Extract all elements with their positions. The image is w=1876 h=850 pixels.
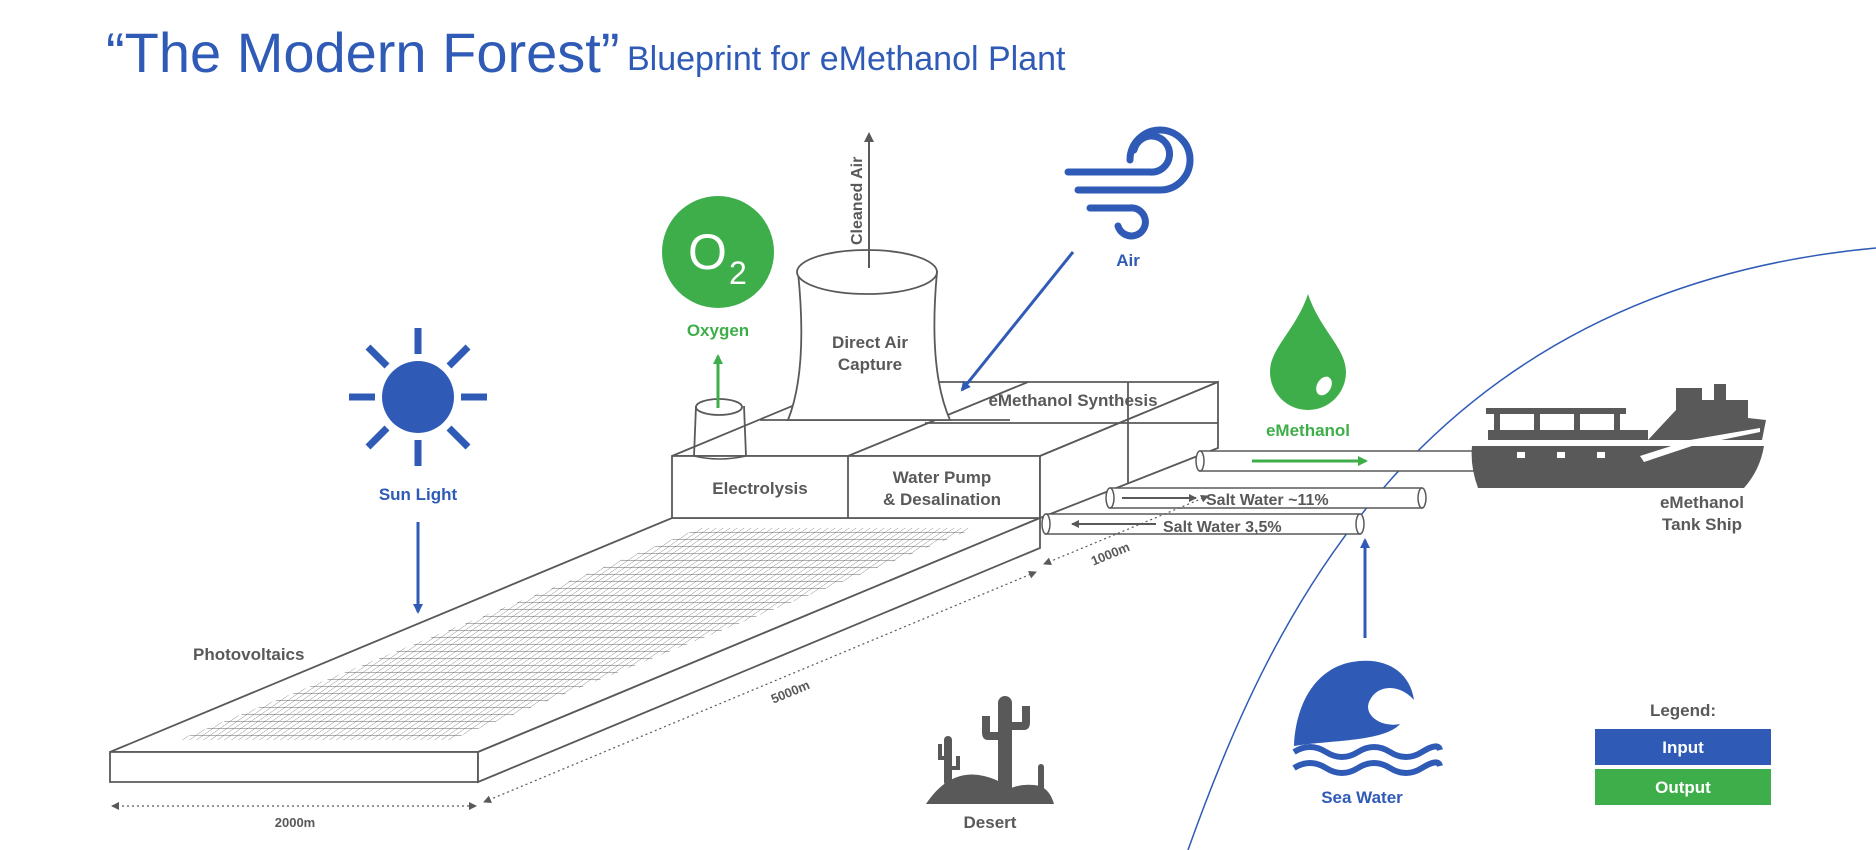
coastline: [1187, 247, 1876, 850]
legend-input-label: Input: [1662, 738, 1704, 757]
photovoltaics-label: Photovoltaics: [193, 645, 304, 664]
legend-output-label: Output: [1655, 778, 1711, 797]
oxygen-icon: O 2: [662, 196, 774, 308]
desert-label: Desert: [964, 813, 1017, 832]
dimension-2000m-label: 2000m: [275, 815, 315, 830]
page-subtitle: Blueprint for eMethanol Plant: [627, 40, 1066, 78]
tank-ship-label-line1: eMethanol: [1660, 493, 1744, 512]
air-arrow: [960, 251, 1075, 392]
oxygen-label: Oxygen: [687, 321, 749, 340]
page-title: “The Modern Forest”: [106, 21, 620, 84]
o2-subscript: 2: [729, 255, 747, 291]
legend: Legend: Input Output: [1595, 701, 1771, 805]
cleaned-air-label: Cleaned Air: [849, 157, 866, 245]
dac-label-line2: Capture: [838, 355, 902, 374]
emethanol-drop-icon: [1270, 294, 1346, 410]
salt-water-in-label: Salt Water 3,5%: [1163, 519, 1282, 536]
wave-icon: [1292, 660, 1443, 776]
sea-water-label: Sea Water: [1321, 788, 1403, 807]
wind-icon: [1064, 126, 1194, 240]
emethanol-label: eMethanol: [1266, 421, 1350, 440]
synthesis-label: eMethanol Synthesis: [988, 391, 1157, 410]
salt-water-out-label: Salt Water ~11%: [1206, 492, 1329, 509]
sun-icon: [349, 328, 487, 466]
emethanol-pipe: [1195, 450, 1477, 472]
desert-cactus-icon: [926, 696, 1054, 804]
water-pump-label-line1: Water Pump: [893, 468, 992, 487]
o2-symbol: O: [688, 224, 727, 280]
legend-title: Legend:: [1650, 701, 1716, 720]
air-label: Air: [1116, 251, 1140, 270]
water-pump-label-line2: & Desalination: [883, 490, 1001, 509]
tank-ship-label-line2: Tank Ship: [1662, 515, 1742, 534]
electrolysis-label: Electrolysis: [712, 479, 807, 498]
legend-input-swatch: [1595, 729, 1771, 765]
tank-ship-icon: [1468, 384, 1766, 488]
direct-air-capture-tower: [786, 249, 952, 421]
legend-output-swatch: [1595, 769, 1771, 805]
dimension-1000m-label: 1000m: [1089, 539, 1132, 568]
dac-label-line1: Direct Air: [832, 333, 908, 352]
sun-light-label: Sun Light: [379, 485, 458, 504]
dimension-5000m-label: 5000m: [769, 677, 812, 706]
